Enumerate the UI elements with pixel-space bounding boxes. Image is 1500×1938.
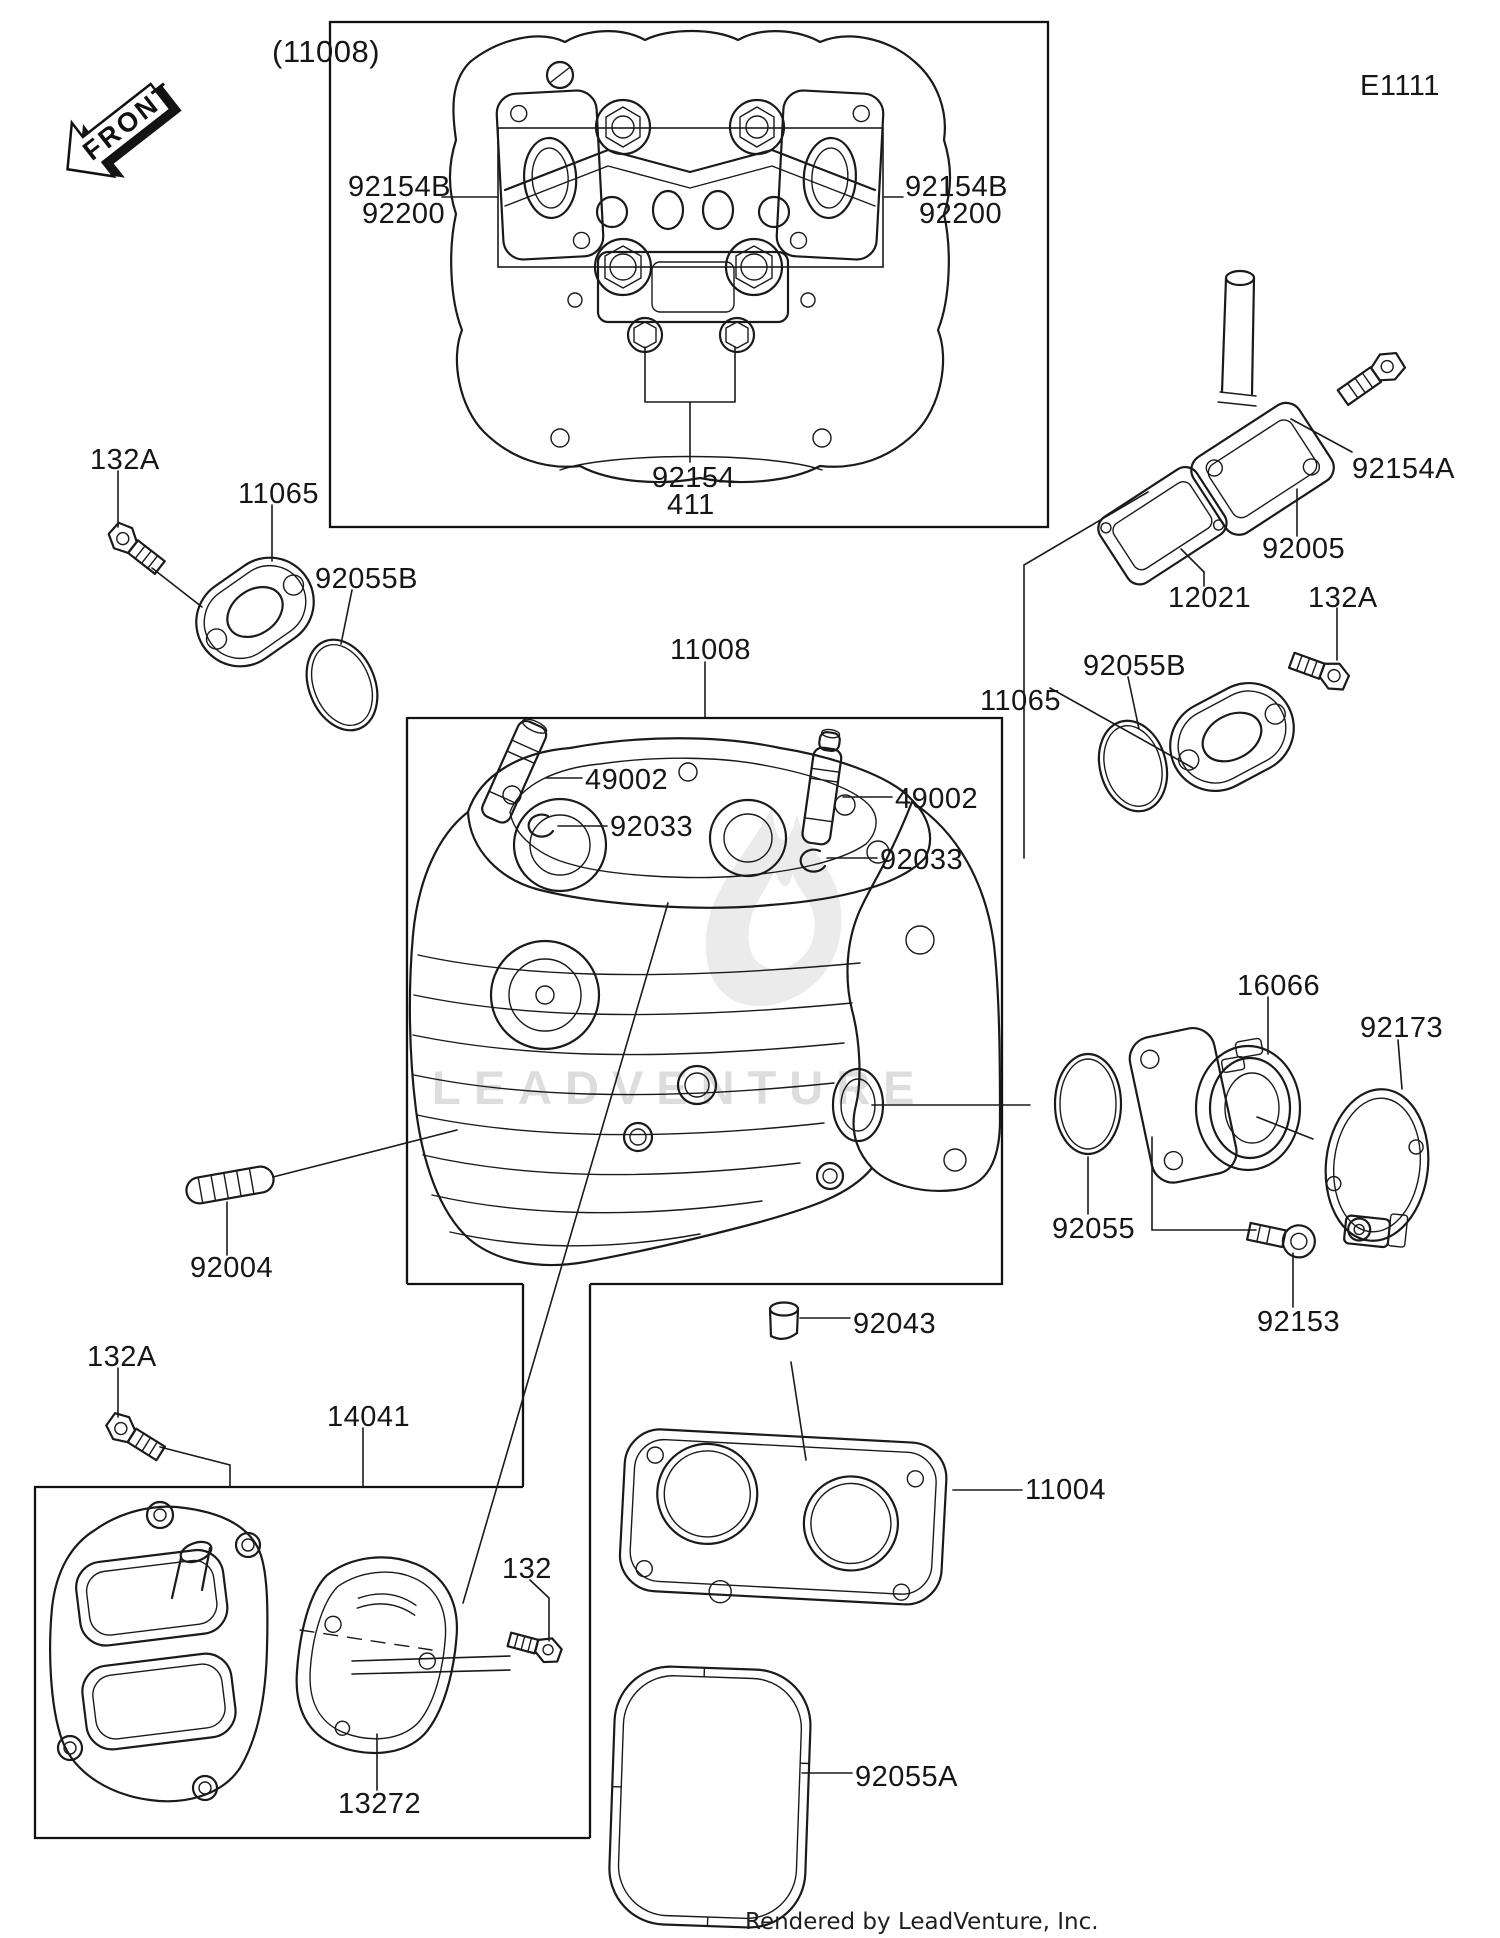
cover-gasket-92055a xyxy=(608,1665,812,1929)
bolt-132a-bottom-left xyxy=(105,1412,167,1462)
label-411: 411 xyxy=(667,489,715,521)
label-92055b-left: 92055B xyxy=(315,563,418,595)
label-92173: 92173 xyxy=(1360,1012,1443,1044)
valve-guide-right xyxy=(801,728,843,846)
bolt-92153 xyxy=(1246,1221,1316,1259)
head-left-port-plate xyxy=(495,89,605,261)
label-49002-left: 49002 xyxy=(585,764,668,796)
head-gasket-11004 xyxy=(618,1428,948,1606)
oring-92055b-right xyxy=(1097,719,1169,813)
cover-plate-13272 xyxy=(295,1556,458,1755)
leadventure-watermark: LEADVENTURE xyxy=(432,806,928,1114)
valve-clip-right xyxy=(799,848,827,873)
holder-11065-left xyxy=(195,556,315,668)
valve-clip-left xyxy=(527,813,555,838)
holder-11065-right xyxy=(1169,681,1295,793)
gasket-12021 xyxy=(1097,465,1228,586)
head-bolt-right xyxy=(724,237,784,297)
label-132a-top-left: 132A xyxy=(90,444,160,476)
main-assembly-box xyxy=(405,716,1004,1286)
label-49002-right: 49002 xyxy=(895,783,978,815)
flame-watermark-icon xyxy=(705,806,842,1007)
label-132a-bottom-left: 132A xyxy=(87,1341,157,1373)
bottom-assembly-box xyxy=(33,1485,590,1840)
oring-92055b-left xyxy=(305,638,379,732)
label-11065-right: 11065 xyxy=(980,685,1061,717)
label-14041: 14041 xyxy=(327,1401,410,1433)
label-12021: 12021 xyxy=(1168,582,1251,614)
label-92033-right: 92033 xyxy=(880,844,963,876)
label-92153: 92153 xyxy=(1257,1306,1340,1338)
cap-nut-top-right xyxy=(728,98,786,156)
top-assembly-box xyxy=(328,20,1050,529)
cylinder-head-part xyxy=(408,737,1002,1267)
label-92154: 92154 xyxy=(652,462,735,494)
leader-lines xyxy=(117,196,1403,1791)
dowel-92043 xyxy=(768,1301,800,1340)
clamp-92173 xyxy=(1324,1088,1430,1249)
label-92004: 92004 xyxy=(190,1252,273,1284)
label-92005: 92005 xyxy=(1262,533,1345,565)
renderer-credit: Rendered by LeadVenture, Inc. xyxy=(745,1909,1099,1935)
fitting-92005 xyxy=(1190,269,1335,536)
label-16066: 16066 xyxy=(1237,970,1320,1002)
label-assembly-11008: (11008) xyxy=(272,34,380,69)
oring-92055-inner xyxy=(1059,1058,1117,1150)
watermark-text: LEADVENTURE xyxy=(432,1061,928,1114)
label-diagram-code: E1111 xyxy=(1360,70,1440,102)
label-13272: 13272 xyxy=(338,1788,421,1820)
bolt-132a-top-left xyxy=(107,521,166,575)
label-132: 132 xyxy=(502,1553,552,1585)
cylinder-head-top-view xyxy=(448,29,952,484)
front-direction-arrow: FRONT xyxy=(66,76,182,179)
head-cover-14041 xyxy=(49,1500,269,1803)
label-92154b-left: 92154B xyxy=(348,171,451,203)
bolt-132a-right xyxy=(1287,651,1351,691)
label-92033-left: 92033 xyxy=(610,811,693,843)
label-92043: 92043 xyxy=(853,1308,936,1340)
label-11065-left: 11065 xyxy=(238,478,319,510)
small-bolt-right xyxy=(718,316,756,354)
label-92055a: 92055A xyxy=(855,1761,958,1793)
stud-92004 xyxy=(185,1165,275,1205)
valve-guide-left xyxy=(481,718,548,824)
cap-nut-top-left xyxy=(594,98,652,156)
label-92154b-right: 92154B xyxy=(905,171,1008,203)
label-92154a: 92154A xyxy=(1352,453,1455,485)
label-92200-right: 92200 xyxy=(919,198,1002,230)
label-92055b-right: 92055B xyxy=(1083,650,1186,682)
label-11004: 11004 xyxy=(1025,1474,1106,1506)
oring-92055 xyxy=(1053,1052,1123,1156)
bolt-92154a xyxy=(1336,351,1407,407)
label-92200-left: 92200 xyxy=(362,198,445,230)
carburetor-joint-16066 xyxy=(1128,1027,1302,1184)
head-right-port-plate xyxy=(775,89,885,261)
head-bolt-left xyxy=(593,237,653,297)
bolt-132 xyxy=(506,1631,563,1664)
part-number-labels: (11008) E1111 92154B 92200 92154B 92200 … xyxy=(87,34,1455,1820)
label-92055: 92055 xyxy=(1052,1213,1135,1245)
label-11008: 11008 xyxy=(670,634,751,666)
label-132a-right: 132A xyxy=(1308,582,1378,614)
